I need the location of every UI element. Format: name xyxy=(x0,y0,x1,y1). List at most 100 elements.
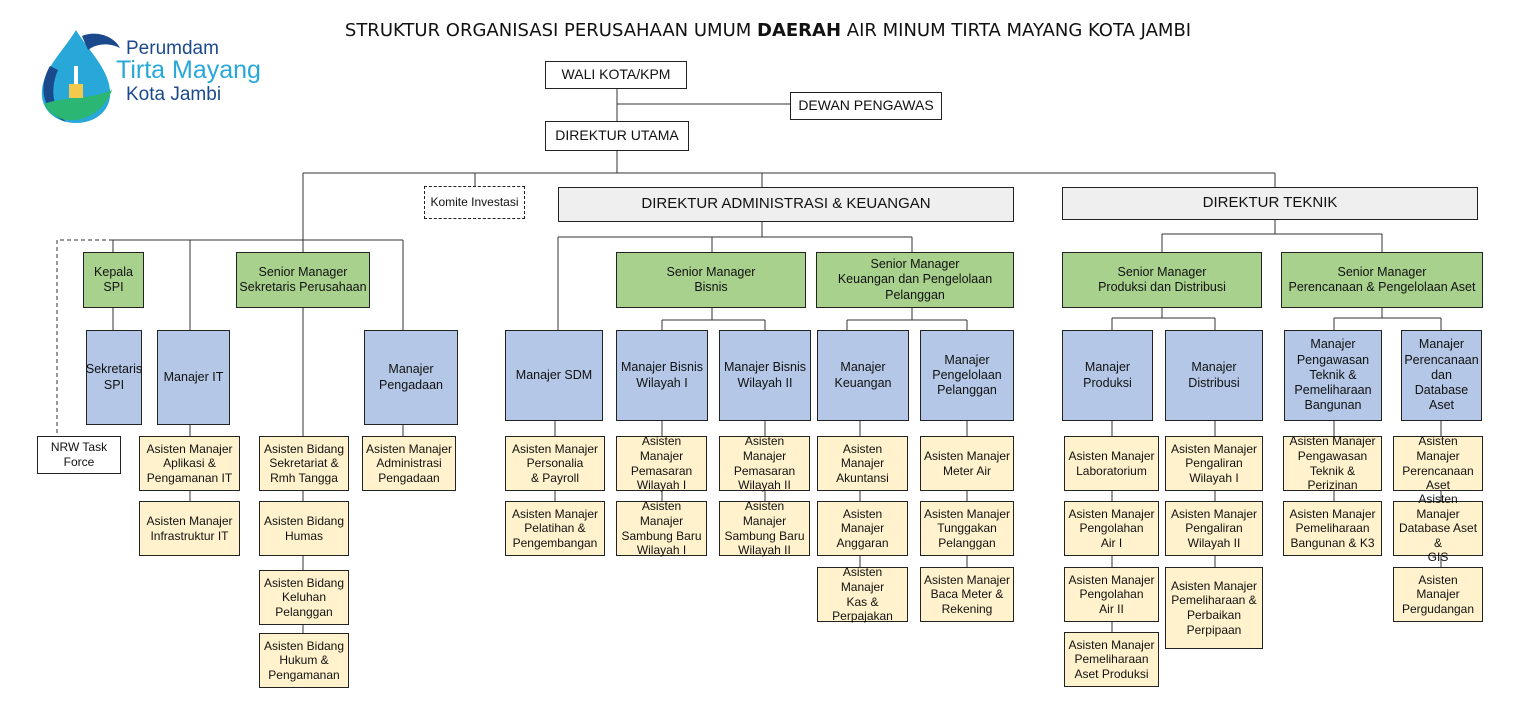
node-label: Asisten Manajer Tunggakan Pelanggan xyxy=(923,506,1011,550)
node-wali-kota: WALI KOTA/KPM xyxy=(545,61,687,89)
node-label: Manajer Keuangan xyxy=(834,360,892,390)
node-am-pergudangan: Asisten Manajer Pergudangan xyxy=(1393,567,1483,622)
node-ab-humas: Asisten Bidang Humas xyxy=(259,501,349,556)
node-am-pengolahan-air-1: Asisten Manajer Pengolahan Air I xyxy=(1064,501,1159,556)
node-ab-hukum-pengamanan: Asisten Bidang Hukum & Pengamanan xyxy=(259,633,349,688)
node-manajer-keuangan: Manajer Keuangan xyxy=(817,330,909,421)
node-am-tunggakan-pelanggan: Asisten Manajer Tunggakan Pelanggan xyxy=(920,501,1014,556)
node-label: Manajer Pengadaan xyxy=(379,362,443,392)
node-am-sambung-baru-wilayah-2: Asisten Manajer Sambung Baru Wilayah II xyxy=(719,499,810,558)
node-ab-sekretariat: Asisten Bidang Sekretariat & Rmh Tangga xyxy=(259,436,349,491)
logo-text-tirta-mayang: Tirta Mayang xyxy=(116,56,261,84)
node-label: Asisten Manajer Pemeliharaan & Perbaikan… xyxy=(1170,578,1258,637)
water-drop-logo-icon xyxy=(41,30,120,123)
node-label: Asisten Manajer Administrasi Pengadaan xyxy=(365,441,453,485)
node-label: Asisten Bidang Humas xyxy=(263,513,345,543)
node-am-personalia-payroll: Asisten Manajer Personalia & Payroll xyxy=(505,436,605,491)
node-label: Asisten Manajer Perencanaan Aset xyxy=(1402,434,1474,493)
node-am-kas-perpajakan: Asisten Manajer Kas & Perpajakan xyxy=(817,565,908,624)
node-label: Asisten Manajer Laboratorium xyxy=(1068,448,1155,478)
node-label: Kepala SPI xyxy=(94,264,133,294)
node-am-pemasaran-wilayah-1: Asisten Manajer Pemasaran Wilayah I xyxy=(616,434,707,493)
node-label: Manajer Produksi xyxy=(1083,360,1132,390)
node-label: Asisten Manajer Pelatihan & Pengembangan xyxy=(511,506,599,550)
node-am-database-aset-gis: Asisten Manajer Database Aset & GIS xyxy=(1393,492,1483,564)
node-sm-sekretaris-perusahaan: Senior Manager Sekretaris Perusahaan xyxy=(236,252,370,308)
node-direktur-teknik: DIREKTUR TEKNIK xyxy=(1062,187,1478,220)
title-suffix: AIR MINUM TIRTA MAYANG KOTA JAMBI xyxy=(846,20,1192,41)
node-manajer-produksi: Manajer Produksi xyxy=(1062,330,1153,421)
node-label: Manajer SDM xyxy=(515,367,593,382)
node-ab-keluhan-pelanggan: Asisten Bidang Keluhan Pelanggan xyxy=(259,570,349,625)
node-direktur-administrasi-keuangan: DIREKTUR ADMINISTRASI & KEUANGAN xyxy=(558,187,1014,222)
node-am-pengaliran-wilayah-1: Asisten Manajer Pengaliran Wilayah I xyxy=(1165,436,1263,491)
node-label: Asisten Manajer Database Aset & GIS xyxy=(1398,491,1478,565)
node-am-sambung-baru-wilayah-1: Asisten Manajer Sambung Baru Wilayah I xyxy=(616,499,707,558)
node-manajer-pengadaan: Manajer Pengadaan xyxy=(364,330,458,425)
node-label: Asisten Manajer Aplikasi & Pengamanan IT xyxy=(146,441,233,485)
node-am-pemeliharaan-aset-produksi: Asisten Manajer Pemeliharaan Aset Produk… xyxy=(1064,632,1159,687)
node-label: Asisten Manajer Kas & Perpajakan xyxy=(832,565,893,624)
node-label: Asisten Manajer Baca Meter & Rekening xyxy=(923,572,1011,616)
node-kepala-spi: Kepala SPI xyxy=(83,252,144,308)
node-label: DIREKTUR TEKNIK xyxy=(1202,194,1338,212)
node-nrw-task-force: NRW Task Force xyxy=(37,436,121,474)
node-label: Asisten Manajer Pemasaran Wilayah II xyxy=(733,434,796,493)
company-logo: Perumdam Tirta Mayang Kota Jambi xyxy=(34,26,274,126)
node-label: Manajer IT xyxy=(163,369,224,384)
node-am-pengawasan-perizinan: Asisten Manajer Pengawasan Teknik & Peri… xyxy=(1283,434,1382,493)
node-label: Asisten Bidang Sekretariat & Rmh Tangga xyxy=(263,441,345,485)
node-sm-produksi-distribusi: Senior Manager Produksi dan Distribusi xyxy=(1062,252,1262,308)
node-label: Manajer Pengelolaan Pelanggan xyxy=(932,352,1002,398)
node-label: Senior Manager Bisnis xyxy=(666,264,756,294)
logo-text-perumdam: Perumdam xyxy=(126,38,219,59)
node-manajer-bisnis-wilayah-2: Manajer Bisnis Wilayah II xyxy=(719,330,811,421)
logo-text-kota-jambi: Kota Jambi xyxy=(126,84,222,105)
node-sm-bisnis: Senior Manager Bisnis xyxy=(616,252,806,308)
node-label: Asisten Manajer Pemasaran Wilayah I xyxy=(630,434,693,493)
node-direktur-utama: DIREKTUR UTAMA xyxy=(545,121,689,151)
node-label: Asisten Manajer Sambung Baru Wilayah II xyxy=(724,499,805,558)
node-am-perbaikan-perpipaan: Asisten Manajer Pemeliharaan & Perbaikan… xyxy=(1165,567,1263,649)
node-label: Senior Manager Perencanaan & Pengelolaan… xyxy=(1288,264,1476,294)
node-sekretaris-spi: Sekretaris SPI xyxy=(86,330,142,425)
node-label: Manajer Distribusi xyxy=(1188,360,1240,390)
node-manajer-sdm: Manajer SDM xyxy=(505,330,603,421)
node-am-akuntansi: Asisten Manajer Akuntansi xyxy=(817,436,908,491)
node-am-pelatihan: Asisten Manajer Pelatihan & Pengembangan xyxy=(505,501,605,556)
node-am-pengaliran-wilayah-2: Asisten Manajer Pengaliran Wilayah II xyxy=(1165,501,1263,556)
node-label: Asisten Manajer Anggaran xyxy=(836,506,889,550)
node-manajer-it: Manajer IT xyxy=(157,330,230,425)
node-manajer-bisnis-wilayah-1: Manajer Bisnis Wilayah I xyxy=(616,330,708,421)
node-label: Senior Manager Keuangan dan Pengelolaan … xyxy=(837,257,993,302)
node-manajer-pengelolaan-pelanggan: Manajer Pengelolaan Pelanggan xyxy=(920,330,1014,421)
node-sm-perencanaan-aset: Senior Manager Perencanaan & Pengelolaan… xyxy=(1281,252,1483,308)
node-label: Asisten Manajer Pengolahan Air I xyxy=(1068,506,1155,550)
node-label: Asisten Manajer Akuntansi xyxy=(836,441,889,485)
node-label: Asisten Manajer Meter Air xyxy=(923,448,1011,478)
node-sm-keuangan-pelanggan: Senior Manager Keuangan dan Pengelolaan … xyxy=(816,252,1014,308)
node-manajer-perencanaan-database: Manajer Perencanaan dan Database Aset xyxy=(1401,330,1482,421)
node-label: Asisten Manajer Pengaliran Wilayah II xyxy=(1170,506,1258,550)
node-label: Asisten Manajer Sambung Baru Wilayah I xyxy=(621,499,702,558)
node-label: Asisten Bidang Hukum & Pengamanan xyxy=(263,638,345,682)
title-prefix: STRUKTUR ORGANISASI PERUSAHAAN UMUM xyxy=(344,20,752,41)
node-am-anggaran: Asisten Manajer Anggaran xyxy=(817,501,908,556)
node-label: Asisten Bidang Keluhan Pelanggan xyxy=(263,575,345,619)
node-label: Manajer Pengawasan Teknik & Pemeliharaan… xyxy=(1294,337,1372,413)
node-am-pemasaran-wilayah-2: Asisten Manajer Pemasaran Wilayah II xyxy=(719,434,810,493)
node-label: Komite Investasi xyxy=(430,195,519,210)
node-label: Asisten Manajer Pengawasan Teknik & Peri… xyxy=(1289,434,1376,493)
node-am-pengolahan-air-2: Asisten Manajer Pengolahan Air II xyxy=(1064,567,1159,622)
node-komite-investasi: Komite Investasi xyxy=(424,186,525,219)
node-label: Asisten Manajer Pemeliharaan Bangunan & … xyxy=(1289,506,1376,550)
node-am-perencanaan-aset: Asisten Manajer Perencanaan Aset xyxy=(1393,434,1483,493)
node-manajer-distribusi: Manajer Distribusi xyxy=(1165,330,1263,421)
node-am-meter-air: Asisten Manajer Meter Air xyxy=(920,436,1014,491)
node-label: Sekretaris SPI xyxy=(85,362,143,392)
node-label: NRW Task Force xyxy=(50,440,108,469)
node-label: Manajer Bisnis Wilayah I xyxy=(621,360,703,390)
node-label: Asisten Manajer Personalia & Payroll xyxy=(511,441,599,485)
node-label: Asisten Manajer Infrastruktur IT xyxy=(146,513,233,543)
